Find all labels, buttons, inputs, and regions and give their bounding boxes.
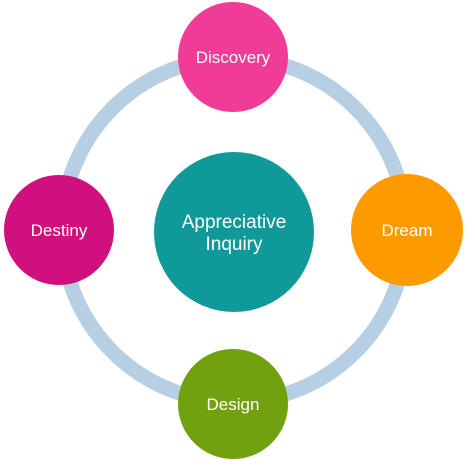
node-design-circle	[178, 349, 288, 459]
center-label-line1: Appreciative	[182, 212, 287, 233]
node-discovery-label: Discovery	[196, 48, 271, 67]
center-label-line2: Inquiry	[205, 234, 263, 255]
node-design: Design	[178, 349, 288, 459]
node-dream-circle	[351, 174, 463, 286]
node-design-label: Design	[207, 395, 260, 414]
node-dream: Dream	[351, 174, 463, 286]
center-circle	[154, 152, 314, 312]
node-discovery-circle	[178, 2, 288, 112]
node-dream-label: Dream	[381, 221, 432, 240]
node-destiny-label: Destiny	[31, 221, 88, 240]
node-discovery: Discovery	[178, 2, 288, 112]
node-destiny: Destiny	[4, 175, 114, 285]
node-destiny-circle	[4, 175, 114, 285]
